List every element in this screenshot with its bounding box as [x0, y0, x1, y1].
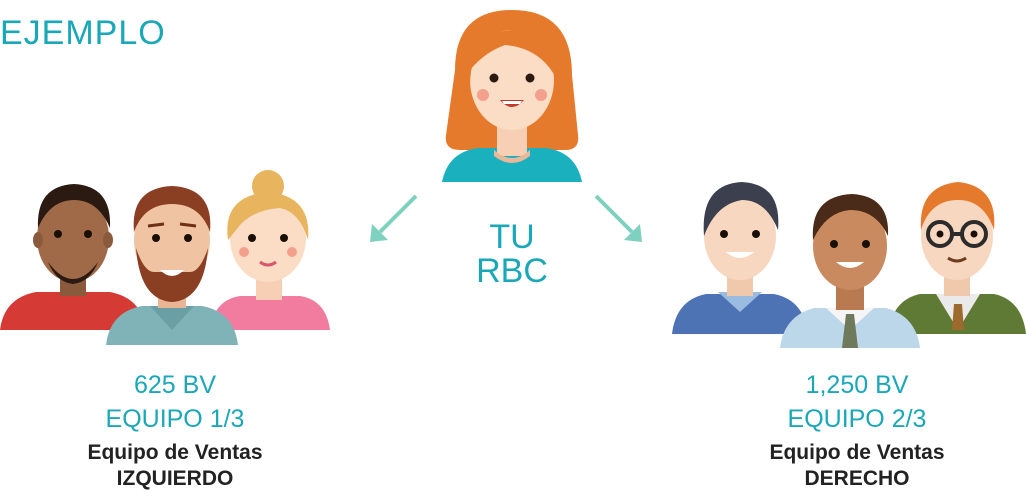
left-team-bv: 625 BV — [133, 371, 216, 399]
center-label-line1: TU — [489, 218, 535, 256]
left-person-3-avatar — [210, 170, 330, 330]
left-person-1-avatar — [0, 184, 146, 330]
arrow-right-icon — [594, 194, 642, 242]
right-team-fraction: EQUIPO 2/3 — [787, 405, 927, 433]
right-person-2-avatar — [780, 194, 920, 348]
left-team-fraction: EQUIPO 1/3 — [105, 405, 245, 433]
right-team-info: 1,250 BV EQUIPO 2/3 Equipo de Ventas DER… — [722, 368, 992, 492]
right-person-3-avatar — [888, 182, 1026, 334]
right-team-name: Equipo de Ventas — [769, 441, 945, 464]
right-person-1-avatar — [672, 182, 808, 334]
left-team-side: IZQUIERDO — [116, 467, 234, 490]
right-team-side: DERECHO — [804, 467, 910, 490]
arrow-left-icon — [370, 194, 418, 242]
center-label-line2: RBC — [476, 252, 548, 290]
left-person-2-avatar — [106, 186, 238, 345]
left-team-info: 625 BV EQUIPO 1/3 Equipo de Ventas IZQUI… — [40, 368, 310, 492]
right-team-illustration — [672, 182, 1026, 348]
left-team-name: Equipo de Ventas — [87, 441, 263, 464]
right-team-bv: 1,250 BV — [805, 371, 909, 399]
you-avatar — [442, 10, 582, 182]
left-team-illustration — [0, 170, 330, 345]
page-title: EJEMPLO — [0, 14, 166, 52]
center-label: TU RBC — [462, 220, 562, 288]
